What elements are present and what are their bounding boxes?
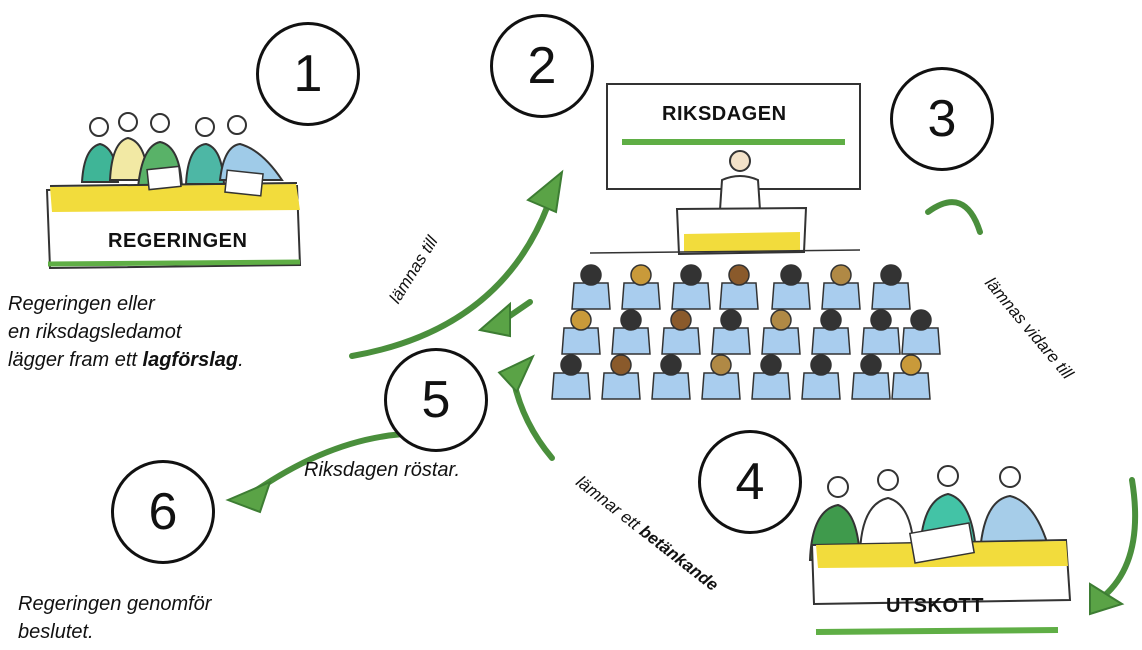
step-2-circle: 2 xyxy=(490,14,594,118)
step-3-circle: 3 xyxy=(890,67,994,171)
audience-seat xyxy=(671,282,711,310)
step-1-line-3-end: . xyxy=(238,349,244,371)
audience-head xyxy=(560,354,582,376)
audience-head xyxy=(610,354,632,376)
audience-seat xyxy=(571,282,611,310)
audience-head xyxy=(680,264,702,286)
step-4-number: 4 xyxy=(735,453,765,511)
audience-seat xyxy=(711,327,751,355)
audience-head xyxy=(820,309,842,331)
arrow-to-utskott xyxy=(1101,477,1139,599)
audience-seat xyxy=(871,282,911,310)
parliament-audience-illustration xyxy=(551,264,941,400)
audience-head xyxy=(860,354,882,376)
step-1-line-1: Regeringen eller xyxy=(8,293,155,315)
audience-head xyxy=(630,264,652,286)
audience-seat xyxy=(821,282,861,310)
parliament-board-illustration xyxy=(589,83,861,256)
audience-seat xyxy=(751,372,791,400)
audience-head xyxy=(710,354,732,376)
step-6-description: Regeringen genomför beslutet. xyxy=(18,590,211,646)
audience-seat xyxy=(891,372,931,400)
lagforslag-term: lagförslag xyxy=(142,349,239,371)
audience-head xyxy=(870,309,892,331)
step-3-number: 3 xyxy=(927,90,957,148)
audience-seat xyxy=(771,282,811,310)
arrow-1-to-2 xyxy=(349,202,551,359)
audience-seat xyxy=(621,282,661,310)
parliament-label: RIKSDAGEN xyxy=(662,103,787,125)
audience-head xyxy=(780,264,802,286)
step-5-number: 5 xyxy=(421,371,451,429)
step-6-line-1: Regeringen genomför xyxy=(18,593,212,615)
audience-seat xyxy=(561,327,601,355)
audience-seat xyxy=(811,327,851,355)
step-4-circle: 4 xyxy=(698,430,802,534)
audience-seat xyxy=(901,327,941,355)
audience-head xyxy=(728,264,750,286)
audience-head xyxy=(830,264,852,286)
committee-label: UTSKOTT xyxy=(886,595,984,617)
audience-seat xyxy=(861,327,901,355)
audience-seat xyxy=(701,372,741,400)
audience-head xyxy=(670,309,692,331)
step-2-number: 2 xyxy=(527,37,557,95)
step-6-line-2: beslutet. xyxy=(18,621,94,643)
step-5-description: Riksdagen röstar. xyxy=(304,459,460,481)
audience-head xyxy=(760,354,782,376)
audience-seat xyxy=(761,327,801,355)
audience-head xyxy=(770,309,792,331)
audience-head xyxy=(900,354,922,376)
step-1-line-2: en riksdagsledamot xyxy=(8,321,182,343)
step-1-line-3-text: lägger fram ett xyxy=(8,349,143,371)
step-1-number: 1 xyxy=(293,45,323,103)
arrow-3-to-4 xyxy=(925,199,983,235)
audience-head xyxy=(880,264,902,286)
audience-seat xyxy=(661,327,701,355)
step-6-number: 6 xyxy=(148,483,178,541)
step-1-line-3: lägger fram ett lagförslag. xyxy=(8,346,244,374)
step-5-circle: 5 xyxy=(384,348,488,452)
audience-head xyxy=(810,354,832,376)
audience-head xyxy=(660,354,682,376)
step-6-circle: 6 xyxy=(111,460,215,564)
step-1-circle: 1 xyxy=(256,22,360,126)
arrow-heads xyxy=(225,169,1125,616)
audience-head xyxy=(570,309,592,331)
government-label: REGERINGEN xyxy=(108,230,248,252)
audience-head xyxy=(620,309,642,331)
audience-seat xyxy=(851,372,891,400)
audience-head xyxy=(720,309,742,331)
audience-seat xyxy=(601,372,641,400)
audience-seat xyxy=(611,327,651,355)
government-table-illustration xyxy=(45,112,302,270)
audience-seat xyxy=(651,372,691,400)
audience-seat xyxy=(551,372,591,400)
audience-head xyxy=(580,264,602,286)
audience-head xyxy=(910,309,932,331)
step-1-description: Regeringen eller en riksdagsledamot lägg… xyxy=(8,290,244,374)
committee-table-illustration xyxy=(808,465,1072,635)
audience-seat xyxy=(801,372,841,400)
audience-seat xyxy=(719,282,759,310)
